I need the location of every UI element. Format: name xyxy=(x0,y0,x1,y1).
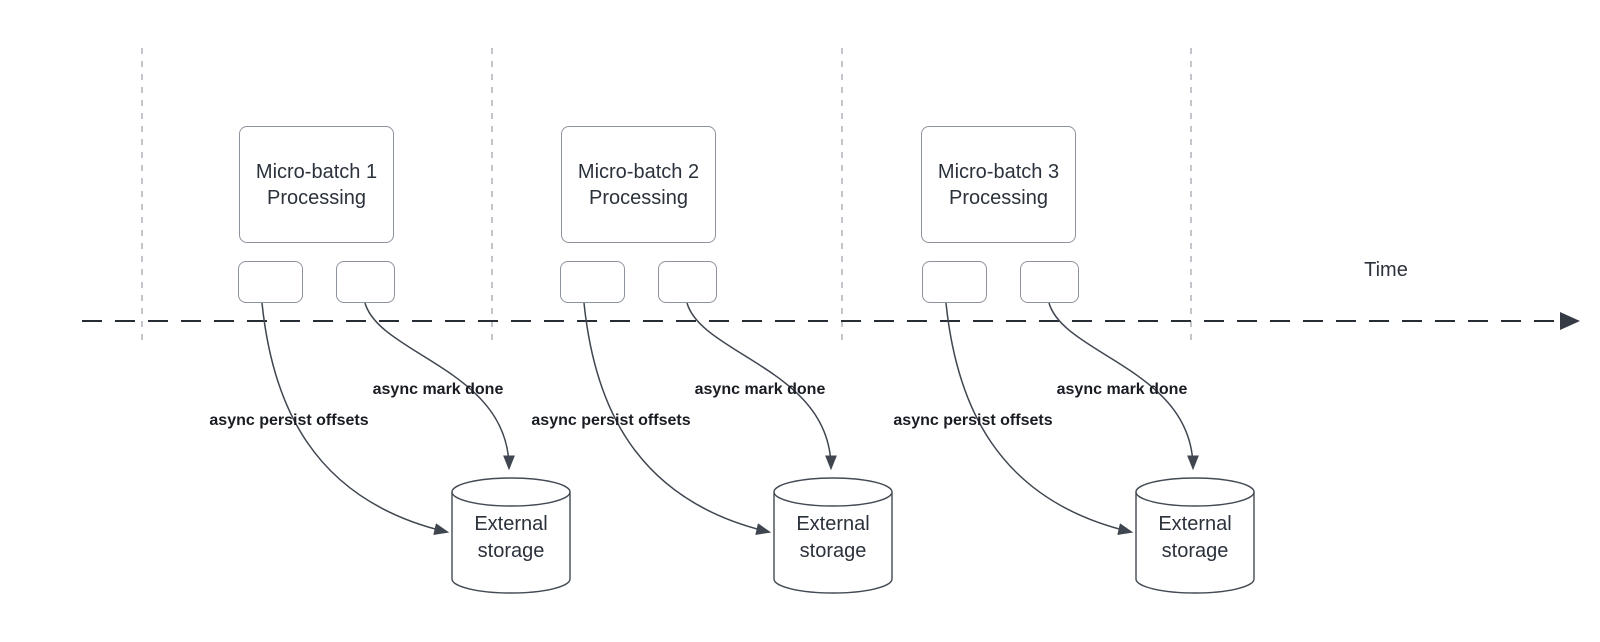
micro-batch-2-title: Micro-batch 2 Processing xyxy=(577,160,700,209)
micro-batch-1-done-slot xyxy=(336,261,395,303)
external-storage-cylinder-body xyxy=(773,492,893,594)
external-storage-cylinder-top xyxy=(1135,477,1255,507)
micro-batch-2-done-slot xyxy=(658,261,717,303)
mark-done-label-1: async mark done xyxy=(372,381,504,398)
persist-offsets-label-2: async persist offsets xyxy=(531,412,691,429)
micro-batch-1-box: Micro-batch 1 Processing xyxy=(239,126,394,243)
mark-done-arrow xyxy=(686,302,837,471)
storage-flow-group-2 xyxy=(583,302,893,594)
persist-offsets-arrow xyxy=(261,302,450,535)
external-storage-cylinder-body xyxy=(1135,492,1255,594)
persist-offsets-arrow xyxy=(945,302,1134,535)
mark-done-arrow xyxy=(1048,302,1199,471)
micro-batch-1-title: Micro-batch 1 Processing xyxy=(255,160,378,209)
persist-offsets-label-1: async persist offsets xyxy=(209,412,369,429)
external-storage-label-2: External storage xyxy=(796,513,870,562)
time-axis-arrowhead xyxy=(1560,312,1580,330)
micro-batch-3-title: Micro-batch 3 Processing xyxy=(937,160,1060,209)
mark-done-label-3: async mark done xyxy=(1056,381,1188,398)
external-storage-label-3: External storage xyxy=(1158,513,1232,562)
micro-batch-2-offset-slot xyxy=(560,261,625,303)
micro-batch-2-box: Micro-batch 2 Processing xyxy=(561,126,716,243)
storage-flow-group-1 xyxy=(261,302,571,594)
micro-batch-3-done-slot xyxy=(1020,261,1079,303)
micro-batch-1-offset-slot xyxy=(238,261,303,303)
mark-done-arrow xyxy=(364,302,515,471)
external-storage-cylinder-body xyxy=(451,492,571,594)
storage-flow-group-3 xyxy=(945,302,1255,594)
persist-offsets-label-3: async persist offsets xyxy=(893,412,1053,429)
persist-offsets-arrow xyxy=(583,302,772,535)
micro-batch-3-offset-slot xyxy=(922,261,987,303)
time-label: Time xyxy=(1364,259,1408,281)
external-storage-cylinder-top xyxy=(451,477,571,507)
mark-done-label-2: async mark done xyxy=(694,381,826,398)
external-storage-cylinder-top xyxy=(773,477,893,507)
micro-batch-3-box: Micro-batch 3 Processing xyxy=(921,126,1076,243)
external-storage-label-1: External storage xyxy=(474,513,548,562)
